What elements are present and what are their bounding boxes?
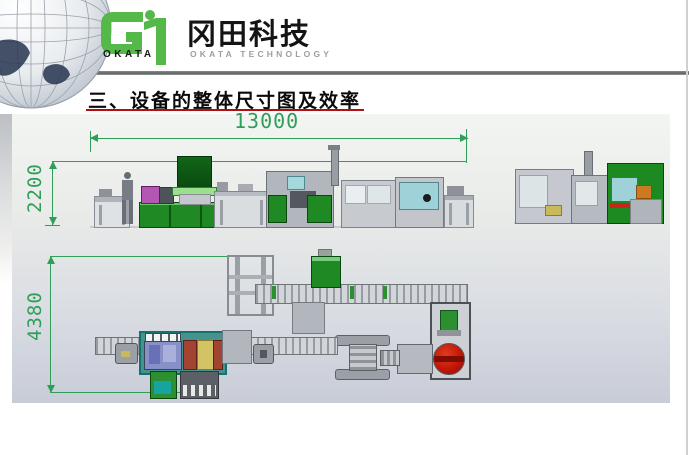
plan-green-square-station [150,371,177,399]
dim-depth-arrow-down [47,385,55,393]
dim-depth-4380-topline [50,256,228,257]
dim-extension-right [466,129,467,163]
main-machine-redbrown-1 [183,340,197,370]
dim-width-13000-line [90,138,468,139]
pallet-center-block [349,344,377,371]
dim-arrow-down [49,217,57,225]
machine-worktable-2 [444,195,474,228]
logo-okata-label: OKATA [103,49,155,60]
assembly-station-green-panel-left [268,195,287,223]
right-frame-1-yellow-box [545,205,562,216]
dim-height-2200-topline [52,161,467,162]
right-frame-1-window [519,175,548,208]
okata-logo-icon [101,10,166,65]
left-margin-strip [0,114,12,284]
machine-press-frame [179,194,211,205]
green-cabinet-orange-box [636,185,652,199]
gantry-beam-1 [229,275,272,279]
dim-height-2200-label: 2200 [24,163,46,213]
dim-height-2200-bottick [45,225,60,226]
plan-dark-slat-panel [180,371,219,399]
worktable2-item [447,186,464,195]
right-frame-2-window [575,181,598,206]
brand-name-cn: 冈田科技 [187,19,312,51]
green-cabinet-red-strip [610,203,633,208]
inspection-booth-camera [423,194,431,202]
test-station-window-1 [345,185,366,204]
dim-arrow-left [90,134,98,142]
header-divider [0,71,689,75]
test-station-window-2 [367,185,391,204]
dark-panel-slats [183,385,216,396]
plan-gray-box-3 [222,330,252,364]
pallet-connector [380,350,400,366]
main-machine-left-inner-1 [149,345,160,364]
machine-conveyor-table [214,191,269,228]
worktable2-legs [449,203,469,225]
green-cabinet-lower-tray [630,199,662,224]
dim-depth-4380-label: 4380 [24,291,46,341]
machine-press-head [177,156,212,189]
conveyor-green-stop-2 [350,286,354,299]
green-bin-top-view [311,256,341,288]
conveyor-table-legs [220,200,263,225]
dim-depth-4380-vline [50,256,51,393]
dim-depth-4380-botline [50,392,218,393]
clamp-1-yellow [121,351,130,357]
page-right-border [686,0,688,455]
conveyor-green-stop-1 [272,286,276,299]
conveyor-table-item-1 [217,182,228,191]
corner-station-arm [437,330,461,336]
gantry-beam-2 [229,291,272,295]
plan-conveyor-top-run [255,284,468,304]
conveyor-clamp-1 [115,343,138,364]
assembly-station-green-panel-right [307,195,332,223]
dim-width-13000-label: 13000 [234,109,300,133]
plan-gray-panel [292,302,325,334]
assembly-station-screen [287,176,305,190]
conveyor-clamp-2 [253,344,274,364]
dim-height-2200-vline [52,161,53,225]
dim-arrow-up [49,161,57,169]
main-machine-yellow-panel [197,340,214,370]
rotary-table-red [433,343,465,375]
conveyor-green-stop-3 [383,286,387,299]
signal-pole [331,147,339,186]
dim-extension-left [90,131,91,152]
gantry-post-left [235,257,240,314]
title-underline [86,109,364,111]
green-cabinet-window [611,177,638,202]
machine-magenta-box [141,186,160,204]
page-title: 三、设备的整体尺寸图及效率 [88,91,362,112]
dim-depth-arrow-up [47,256,55,264]
main-machine-left-inner-2 [163,345,176,362]
conveyor-table-item-2 [238,184,253,191]
rotary-table-band [434,356,464,362]
plan-gray-box-2 [397,344,433,374]
operator-figure [119,172,135,226]
inspection-booth-window [399,182,439,210]
signal-pole-head [328,145,340,150]
brand-name-en: OKATA TECHNOLOGY [190,49,333,59]
green-square-teal-inset [154,381,171,394]
equipment-layout-diagram [12,114,670,403]
worktable-item [99,189,112,197]
clamp-2-center [260,350,267,358]
dim-arrow-right [460,134,468,142]
